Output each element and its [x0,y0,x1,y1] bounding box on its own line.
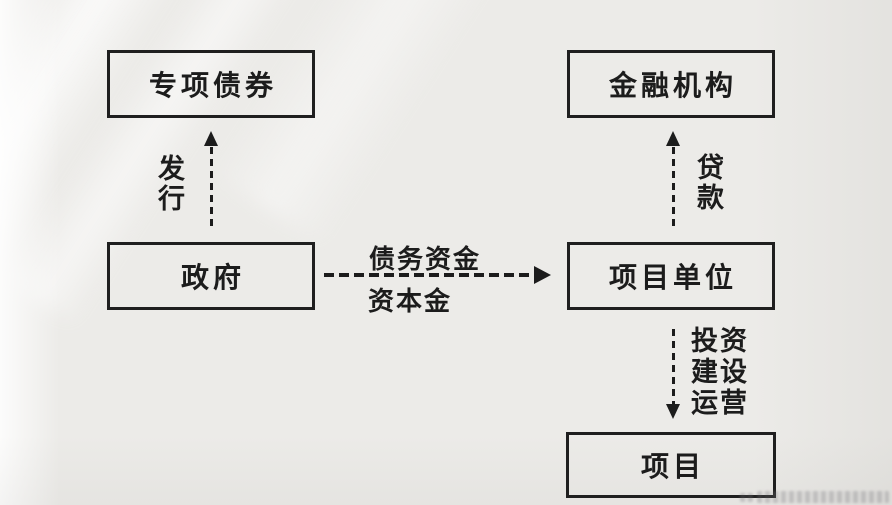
issue-arrow-label: 发 行 [158,154,185,214]
node-financial-institutions: 金融机构 [567,50,775,118]
loan-dashed-line [672,147,675,226]
loan-arrowhead-up-icon [666,131,680,146]
node-project: 项目 [566,432,776,498]
node-project-unit-label: 项目单位 [608,263,737,294]
deployment-arrow-label-line-3: 运营 [691,388,749,418]
loan-arrow-label: 贷 款 [697,153,724,213]
deployment-arrow-label: 投资 建设 运营 [691,326,749,419]
node-government-label: 政府 [180,263,245,294]
issue-arrow-label-char-1: 发 [158,154,185,184]
node-government: 政府 [107,242,315,310]
node-project-unit: 项目单位 [567,242,775,310]
deployment-arrow-label-line-2: 建设 [691,357,749,387]
issue-arrowhead-up-icon [204,131,218,146]
node-financial-institutions-label: 金融机构 [608,71,737,102]
node-project-label: 项目 [640,452,705,483]
background-edge-light [0,0,60,505]
loan-arrow-label-char-1: 贷 [697,153,724,183]
allocation-arrowhead-right-icon [534,266,551,284]
issue-arrow-label-char-2: 行 [158,184,185,214]
node-special-bonds: 专项债券 [107,50,315,118]
allocation-label-below: 资本金 [367,287,452,316]
node-special-bonds-label: 专项债券 [148,71,277,102]
allocation-dashed-line [324,273,534,277]
watermark-smudge [757,491,889,503]
deployment-dashed-line [672,329,675,404]
issue-dashed-line [210,147,213,226]
loan-arrow-label-char-2: 款 [697,183,724,213]
deployment-arrow-label-line-1: 投资 [691,326,749,356]
deployment-arrowhead-down-icon [666,404,680,419]
allocation-label-above: 债务资金 [368,245,481,274]
background-streak [207,0,533,248]
